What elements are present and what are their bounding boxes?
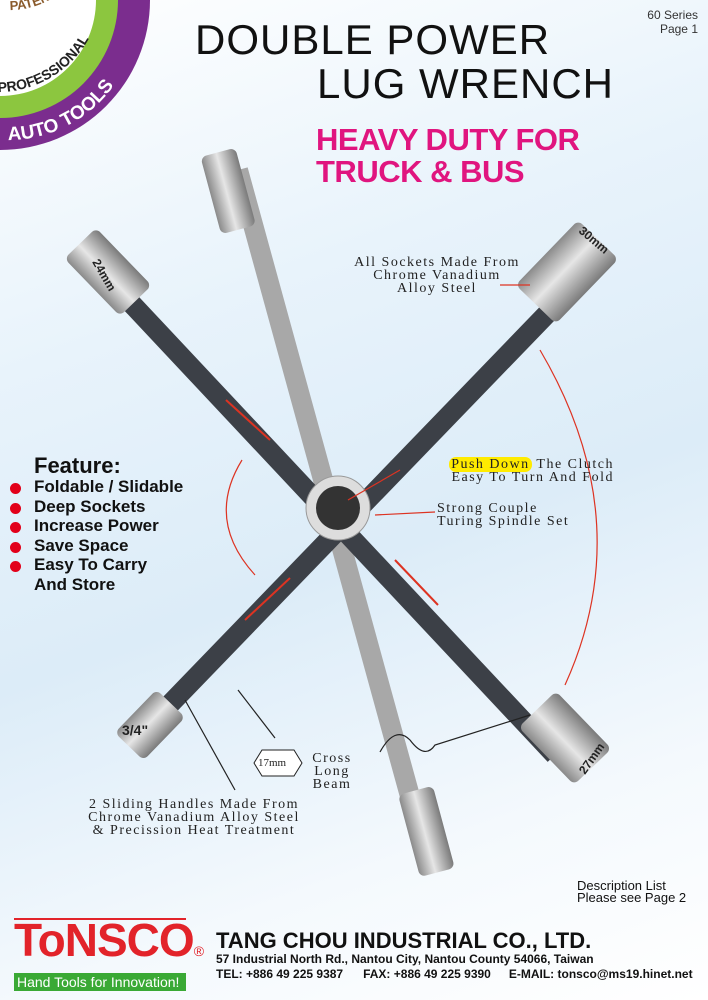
feature-list: Feature: Foldable / Slidable Deep Socket… bbox=[10, 455, 183, 594]
bullet-icon bbox=[10, 522, 21, 533]
highlight-push-down: Push Down bbox=[449, 457, 532, 472]
title-line2: LUG WRENCH bbox=[317, 60, 615, 107]
feature-text: And Store bbox=[34, 574, 116, 594]
feature-item: Increase Power bbox=[10, 516, 183, 536]
feature-text: Deep Sockets bbox=[34, 496, 146, 516]
annotation-line: 2 Sliding Handles Made From bbox=[88, 797, 300, 812]
description-line1: Description List bbox=[577, 878, 666, 893]
bullet-icon bbox=[10, 561, 21, 572]
series-label: 60 Series bbox=[647, 8, 698, 22]
subtitle-line1: HEAVY DUTY FOR bbox=[316, 122, 580, 157]
feature-text: Easy To Carry bbox=[34, 555, 148, 574]
feature-item: Easy To Carry bbox=[10, 555, 183, 575]
feature-text: Foldable / Slidable bbox=[34, 477, 184, 496]
beam-size-label: 17mm bbox=[258, 757, 287, 769]
annotation-line: The Clutch bbox=[531, 457, 614, 472]
annotation-line: Chrome Vanadium bbox=[373, 268, 501, 283]
annotation-line: Chrome Vanadium Alloy Steel bbox=[88, 810, 300, 825]
company-address: 57 Industrial North Rd., Nantou City, Na… bbox=[216, 952, 594, 966]
subtitle-line2: TRUCK & BUS bbox=[316, 154, 525, 189]
brand-name: ToNSCO bbox=[14, 914, 195, 966]
feature-text: Increase Power bbox=[34, 516, 159, 535]
socket-label-34: 3/4" bbox=[122, 722, 148, 738]
annotation-line: & Precission Heat Treatment bbox=[92, 823, 296, 838]
annotation-line: Alloy Steel bbox=[397, 281, 477, 296]
registered-mark: ® bbox=[193, 943, 204, 959]
tonsco-logo: ToNSCO® Hand Tools for Innovation! bbox=[14, 917, 204, 991]
company-name: TANG CHOU INDUSTRIAL CO., LTD. bbox=[216, 928, 592, 953]
company-info: TANG CHOU INDUSTRIAL CO., LTD. 57 Indust… bbox=[216, 930, 693, 982]
annotation-line: Long Beam bbox=[312, 764, 352, 792]
tel: TEL: +886 49 225 9387 bbox=[216, 967, 344, 981]
title-line1: DOUBLE POWER bbox=[195, 16, 551, 63]
contact-line: TEL: +886 49 225 9387 FAX: +886 49 225 93… bbox=[216, 967, 693, 982]
annotation-line: Turing Spindle Set bbox=[437, 514, 570, 529]
annotation-line: Strong Couple bbox=[437, 501, 538, 516]
page-label: Page 1 bbox=[659, 22, 698, 36]
description-line2: Please see Page 2 bbox=[577, 890, 687, 905]
badge-rings: PATENTED PROFESSIONAL AUTO TOOLS bbox=[0, 0, 150, 150]
feature-text: Save Space bbox=[34, 535, 129, 555]
feature-item: And Store bbox=[10, 575, 183, 595]
fax: FAX: +886 49 225 9390 bbox=[363, 967, 491, 981]
bullet-icon bbox=[10, 502, 21, 514]
hexagon-icon bbox=[253, 749, 303, 777]
wrench-bars bbox=[66, 222, 616, 783]
brand-tagline: Hand Tools for Innovation! bbox=[14, 973, 186, 991]
feature-item: Foldable / Slidable bbox=[10, 477, 183, 497]
feature-item: Deep Sockets bbox=[10, 497, 183, 517]
bullet-icon bbox=[10, 483, 21, 494]
arrows bbox=[184, 284, 598, 791]
annotation-line: Easy To Turn And Fold bbox=[451, 470, 614, 485]
email: E-MAIL: tonsco@ms19.hinet.net bbox=[508, 967, 693, 981]
bullet-icon bbox=[10, 541, 21, 553]
feature-item: Save Space bbox=[10, 536, 183, 556]
annotation-line: Cross bbox=[312, 751, 352, 766]
annotation-line: All Sockets Made From bbox=[354, 255, 520, 270]
feature-title: Feature: bbox=[34, 453, 121, 478]
